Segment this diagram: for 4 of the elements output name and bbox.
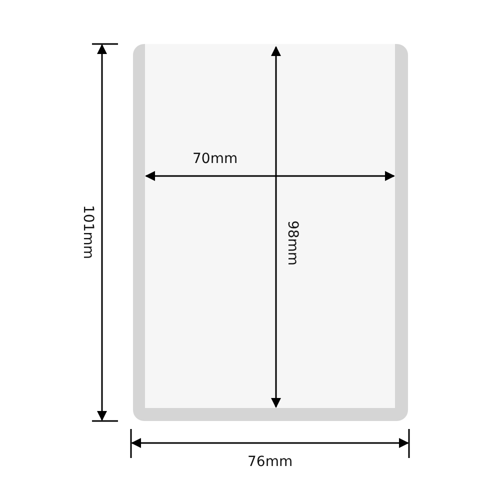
dimension-label: 76mm (248, 455, 293, 469)
dimension-label: 101mm (81, 205, 95, 259)
dimension-label: 70mm (192, 152, 238, 166)
dimension-label: 98mm (285, 220, 300, 266)
